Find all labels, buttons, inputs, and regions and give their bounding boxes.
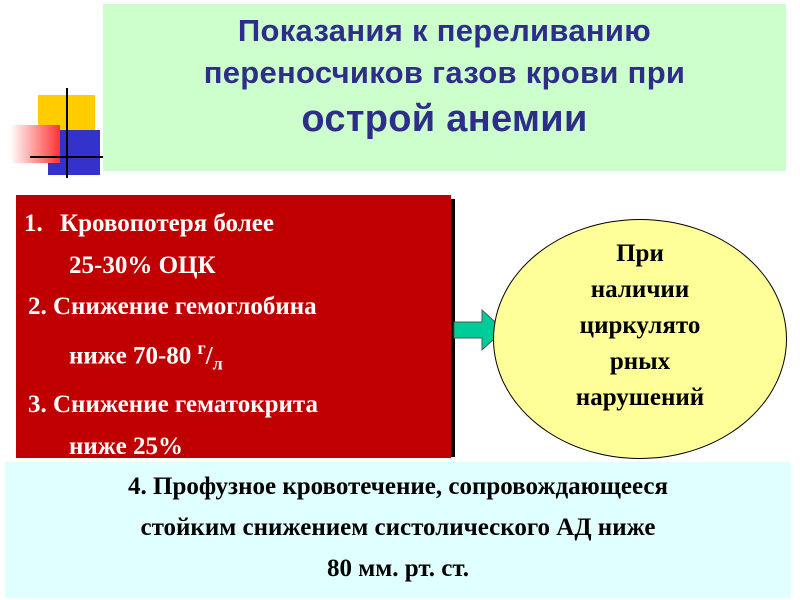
decorative-squares-logo <box>10 88 103 178</box>
condition-ellipse <box>493 219 787 459</box>
title-line-1: Показания к переливанию <box>237 13 652 48</box>
criteria-item-1: 1. Кровопотеря более <box>16 203 451 245</box>
title-line-3: острой анемии <box>301 98 588 140</box>
condition-line-4: рных <box>609 348 671 375</box>
condition-line-5: нарушений <box>575 384 705 411</box>
criteria-item-3: 3. Снижение гематокрита <box>28 391 318 419</box>
condition-line-3: циркулято <box>579 312 701 339</box>
unit-separator: / <box>205 341 213 369</box>
criteria-item-3-continuation: ниже 25% <box>69 432 183 460</box>
item-4-box: 4. Профузное кровотечение, сопровождающе… <box>5 462 791 598</box>
item-4-line-1: 4. Профузное кровотечение, сопровождающе… <box>128 473 668 500</box>
item-4-line-2: стойким снижением систолического АД ниже <box>140 514 656 541</box>
condition-line-2: наличии <box>590 276 690 303</box>
criteria-item-2: 2. Снижение гемоглобина <box>28 293 317 320</box>
criteria-item-1-continuation: 25-30% ОЦК <box>69 251 216 279</box>
condition-line-1: При <box>616 240 664 267</box>
condition-text: При наличии циркулято рных нарушений <box>493 236 787 416</box>
criteria-item-1-number: 1. <box>24 210 43 237</box>
unit-denominator: л <box>212 352 223 373</box>
item-4-line-3: 80 мм. рт. ст. <box>326 555 470 582</box>
criteria-box-edge <box>451 199 455 457</box>
unit-numerator: г <box>197 337 206 358</box>
title-line-2: переносчиков газов крови при <box>203 55 686 90</box>
criteria-box: 1. Кровопотеря более 25-30% ОЦК 2. Снижен… <box>16 195 455 460</box>
title-banner: Показания к переливанию переносчиков газ… <box>103 4 786 171</box>
criteria-item-1-text: Кровопотеря более <box>60 210 274 237</box>
hemoglobin-threshold: ниже 70-80 <box>69 341 198 369</box>
criteria-item-2-continuation: ниже 70-80 г/л <box>16 328 451 385</box>
